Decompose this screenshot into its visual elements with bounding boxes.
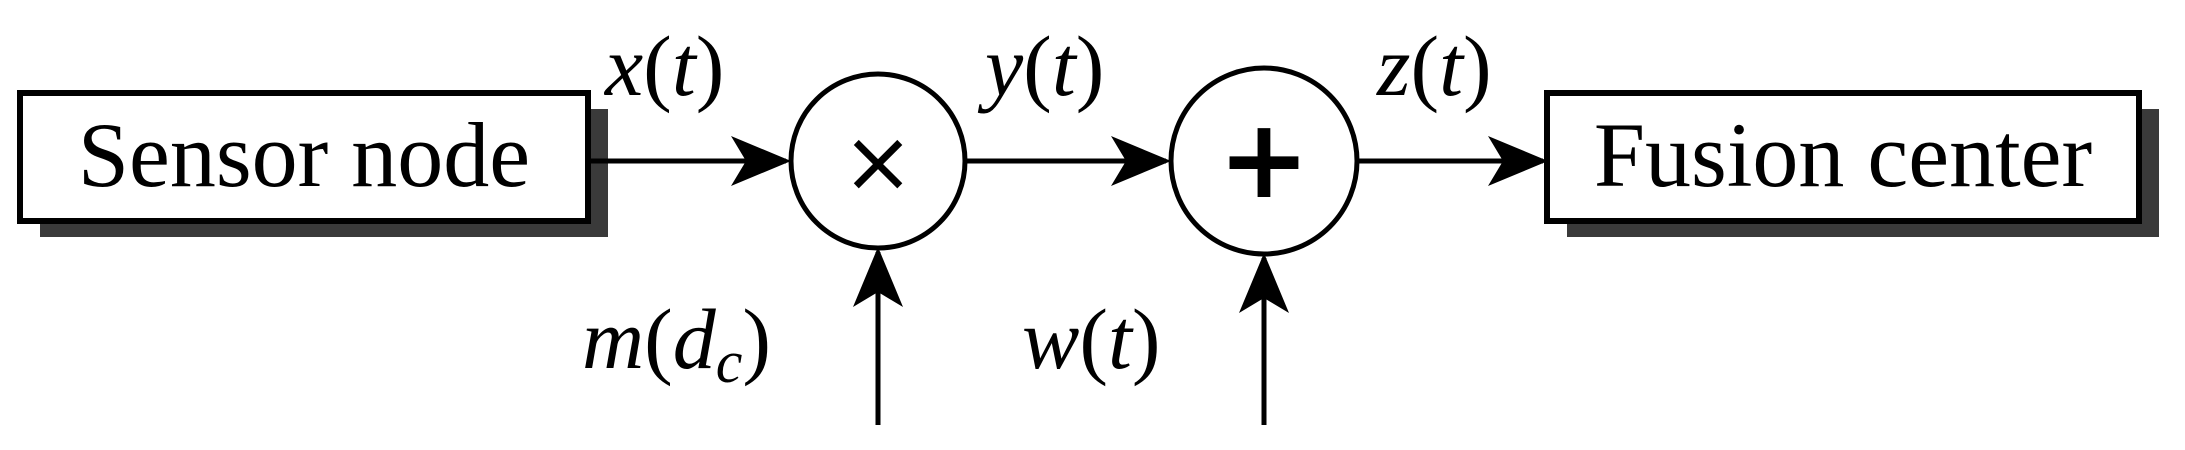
signal-m-label: m(dc) — [582, 291, 771, 395]
fusion-center-label: Fusion center — [1594, 104, 2092, 206]
plus-icon: + — [1218, 95, 1310, 223]
multiply-icon: × — [842, 112, 914, 212]
sensor-node-block: Sensor node — [17, 90, 608, 237]
adder-node: + — [1168, 65, 1360, 257]
multiplier-node: × — [788, 71, 968, 251]
signal-z-label: z(t) — [1376, 18, 1492, 114]
fusion-center-block: Fusion center — [1544, 90, 2159, 237]
sensor-node-label: Sensor node — [78, 104, 530, 206]
sensor-node-box — [17, 90, 591, 224]
signal-y-label: y(t) — [977, 18, 1104, 114]
signal-x-label: x(t) — [603, 18, 724, 114]
signal-w-label: w(t) — [1022, 291, 1161, 387]
